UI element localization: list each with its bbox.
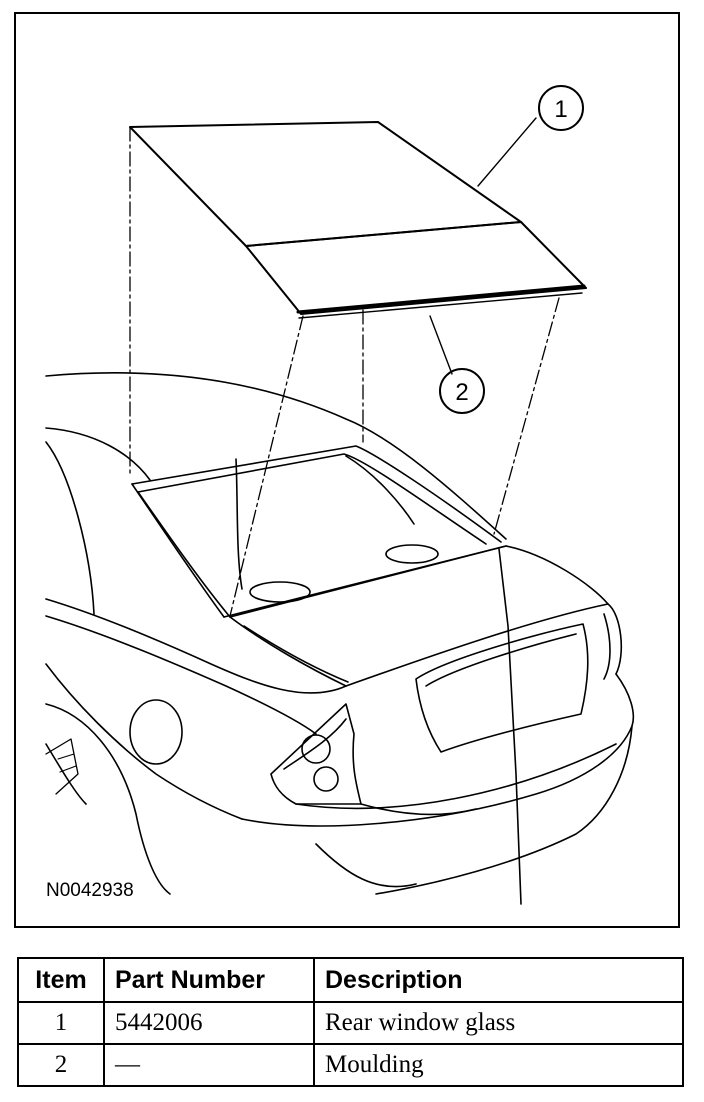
car-diagram: 1 2 <box>45 85 635 905</box>
rear-window-glass <box>129 121 587 315</box>
moulding <box>296 284 586 319</box>
exploded-view-figure: 1 2 <box>14 12 680 928</box>
callout-1: 1 <box>477 85 584 187</box>
cell-item: 1 <box>17 1001 105 1045</box>
callout-2: 2 <box>429 315 485 414</box>
table-row: 1 5442006 Rear window glass <box>17 1001 684 1045</box>
car-body <box>45 371 635 905</box>
alignment-lines <box>129 126 560 617</box>
svg-text:2: 2 <box>455 379 468 406</box>
cell-description: Rear window glass <box>313 1001 684 1045</box>
cell-description: Moulding <box>313 1043 684 1087</box>
svg-text:1: 1 <box>554 96 567 123</box>
table-header-row: Item Part Number Description <box>17 957 684 1003</box>
table-row: 2 — Moulding <box>17 1043 684 1087</box>
header-description: Description <box>313 957 684 1003</box>
header-part-number: Part Number <box>103 957 315 1003</box>
header-item: Item <box>17 957 105 1003</box>
cell-part-number: 5442006 <box>103 1001 315 1045</box>
parts-legend-table: Item Part Number Description 1 5442006 R… <box>17 957 684 1087</box>
cell-item: 2 <box>17 1043 105 1087</box>
cell-part-number: — <box>103 1043 315 1087</box>
figure-id: N0042938 <box>46 880 134 901</box>
